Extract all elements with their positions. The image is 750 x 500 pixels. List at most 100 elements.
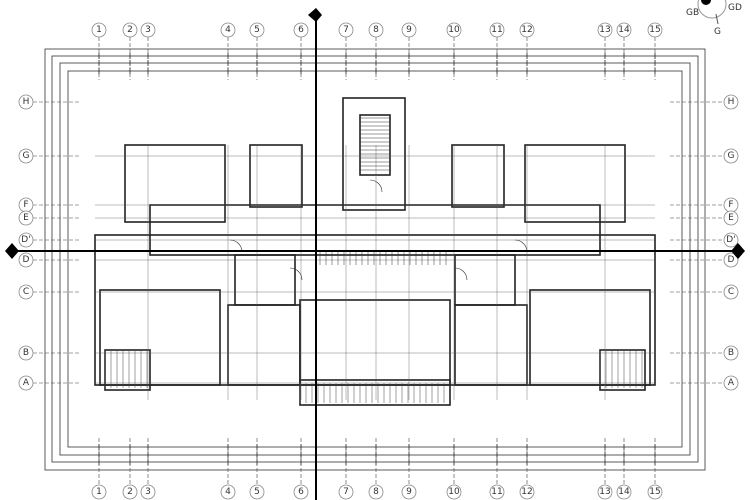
building-outline bbox=[94, 97, 656, 406]
grid-label-column: 2 bbox=[127, 25, 133, 35]
grid-bubble bbox=[519, 22, 535, 38]
grid-label-column: 10 bbox=[448, 25, 460, 35]
wall bbox=[359, 114, 391, 176]
grid-bubble bbox=[368, 22, 384, 38]
grid-label-row: D' bbox=[21, 235, 30, 245]
grid-bubble bbox=[723, 210, 739, 226]
grid-bubble bbox=[122, 484, 138, 500]
grid-bubble bbox=[338, 22, 354, 38]
grid-bubble bbox=[293, 484, 309, 500]
grid-label-column: 1 bbox=[96, 487, 102, 497]
wall bbox=[529, 289, 651, 386]
door-swing bbox=[454, 267, 468, 281]
section-lines bbox=[5, 8, 745, 500]
wall bbox=[524, 144, 626, 223]
grid-label-column: 5 bbox=[254, 487, 260, 497]
grid-bubble bbox=[647, 22, 663, 38]
grid-bubble bbox=[723, 94, 739, 110]
grid-bubble bbox=[616, 484, 632, 500]
grid-bubble bbox=[18, 148, 34, 164]
section-marker-top bbox=[308, 8, 322, 22]
wall bbox=[234, 254, 296, 306]
grid-bubble bbox=[293, 22, 309, 38]
grid-label-row: H bbox=[23, 97, 30, 107]
grid-label-column: 6 bbox=[298, 487, 304, 497]
grid-bubble bbox=[220, 22, 236, 38]
grid-label-column: 13 bbox=[599, 25, 610, 35]
grid-bubble bbox=[18, 210, 34, 226]
grid-label-column: 12 bbox=[521, 25, 532, 35]
grid-label-column: 13 bbox=[599, 487, 610, 497]
grid-label-column: 1 bbox=[96, 25, 102, 35]
dimension-frame bbox=[44, 48, 706, 471]
grid-label-row: A bbox=[728, 378, 735, 388]
wall bbox=[99, 289, 221, 386]
wall bbox=[249, 144, 303, 208]
grid-label-column: 11 bbox=[491, 487, 502, 497]
grid-bubble bbox=[723, 232, 739, 248]
grid-label-column: 9 bbox=[406, 487, 412, 497]
grid-label-row: D bbox=[23, 255, 30, 265]
compass-label-gb: GB bbox=[686, 8, 699, 18]
grid-label-column: 6 bbox=[298, 25, 304, 35]
grid-label-column: 7 bbox=[343, 25, 349, 35]
grid-bubble bbox=[140, 484, 156, 500]
grid-bubble bbox=[597, 22, 613, 38]
grid-label-row: B bbox=[23, 348, 29, 358]
grid-label-row: D' bbox=[726, 235, 735, 245]
wall bbox=[599, 349, 646, 391]
grid-bubble bbox=[338, 484, 354, 500]
grid-label-row: C bbox=[728, 287, 734, 297]
grid-label-column: 11 bbox=[491, 25, 502, 35]
section-marker-left bbox=[5, 243, 19, 259]
dimension-frame bbox=[59, 62, 691, 456]
grid-bubble bbox=[723, 284, 739, 300]
grid-bubble bbox=[723, 375, 739, 391]
wall bbox=[104, 349, 151, 391]
grid-bubble bbox=[446, 484, 462, 500]
wall bbox=[451, 144, 505, 208]
grid-bubble bbox=[220, 484, 236, 500]
grid-label-column: 9 bbox=[406, 25, 412, 35]
grid-label-column: 7 bbox=[343, 487, 349, 497]
grid-bubble bbox=[401, 484, 417, 500]
grid-bubble bbox=[401, 22, 417, 38]
grid-bubble bbox=[597, 484, 613, 500]
grid-bubble bbox=[723, 252, 739, 268]
grid-bubble bbox=[140, 22, 156, 38]
grid-bubbles: 1122334455667788991010111112121313141415… bbox=[18, 22, 739, 500]
grid-label-column: 8 bbox=[373, 25, 379, 35]
dimension-frames bbox=[44, 48, 706, 471]
wall bbox=[124, 144, 226, 223]
grid-bubble bbox=[723, 148, 739, 164]
wall bbox=[227, 304, 301, 386]
grid-label-column: 14 bbox=[618, 487, 630, 497]
grid-label-column: 10 bbox=[448, 487, 460, 497]
grid-label-column: 15 bbox=[649, 487, 660, 497]
wall bbox=[299, 379, 451, 406]
grid-bubble bbox=[91, 484, 107, 500]
grid-label-column: 14 bbox=[618, 25, 630, 35]
grid-label-column: 5 bbox=[254, 25, 260, 35]
grid-label-row: F bbox=[728, 200, 733, 210]
door-swing bbox=[289, 267, 303, 281]
grid-label-column: 3 bbox=[145, 25, 151, 35]
grid-label-row: C bbox=[23, 287, 29, 297]
wall bbox=[94, 234, 656, 386]
section-marker-right bbox=[731, 243, 745, 259]
grid-label-row: E bbox=[728, 213, 734, 223]
dimension-frame bbox=[51, 55, 699, 463]
wall bbox=[454, 304, 528, 386]
grid-label-row: F bbox=[23, 200, 28, 210]
grid-bubble bbox=[249, 22, 265, 38]
compass-icon: GB GD G bbox=[686, 0, 742, 37]
grid-bubble bbox=[249, 484, 265, 500]
grid-label-row: G bbox=[23, 151, 30, 161]
grid-label-column: 2 bbox=[127, 487, 133, 497]
grid-bubble bbox=[489, 484, 505, 500]
grid-bubble bbox=[647, 484, 663, 500]
grid-label-column: 3 bbox=[145, 487, 151, 497]
grid-bubble bbox=[519, 484, 535, 500]
grid-bubble bbox=[446, 22, 462, 38]
